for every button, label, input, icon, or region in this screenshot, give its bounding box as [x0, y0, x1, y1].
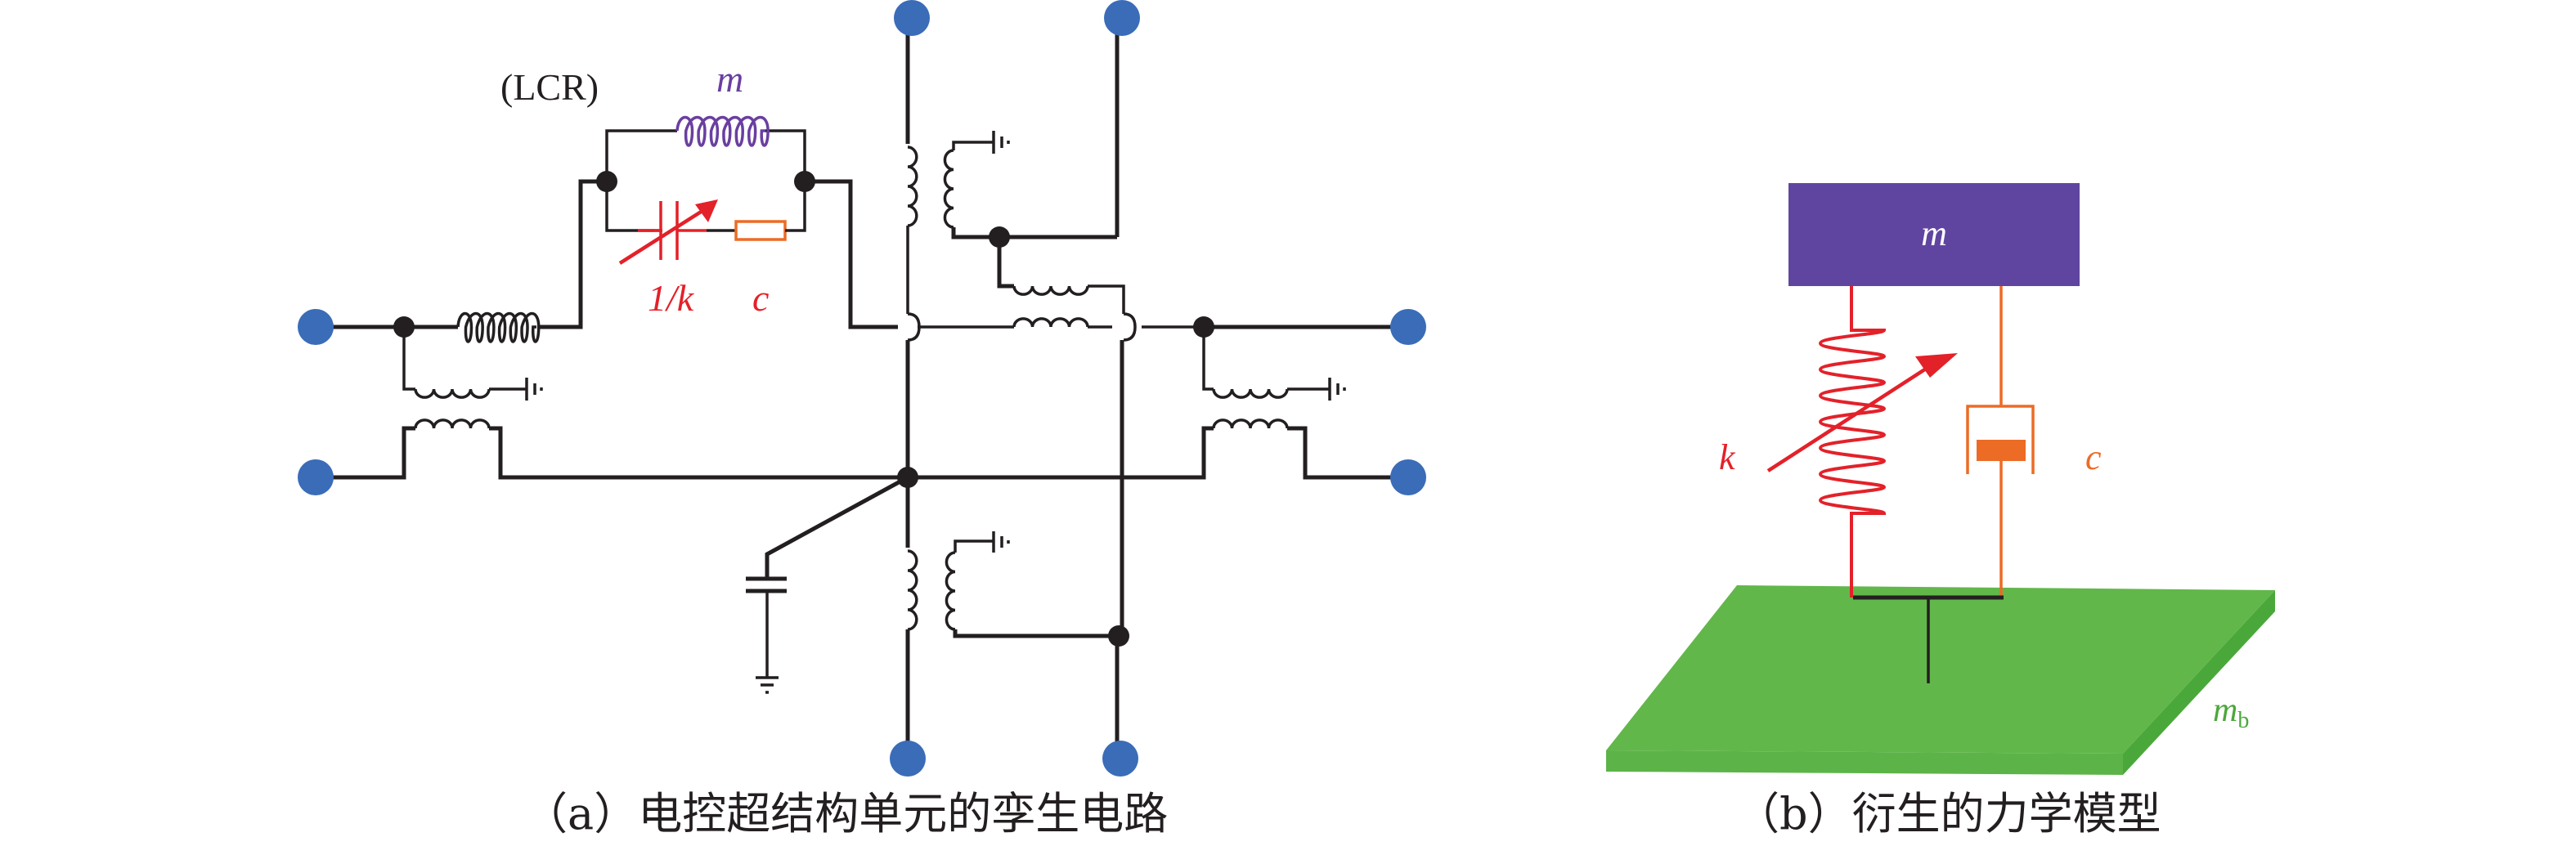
- terminal-left-bottom[interactable]: [298, 459, 334, 495]
- spring-k: [1766, 286, 1958, 598]
- capacitor-label: 1/k: [648, 277, 695, 319]
- lcr-top-branch-right: [765, 129, 806, 181]
- caption-a: （a）电控超结构单元的孪生电路: [523, 788, 1168, 839]
- ground-icon: [992, 531, 1010, 553]
- inductor-m: [675, 115, 770, 147]
- terminal-bottom-right[interactable]: [1102, 741, 1138, 777]
- inductor-mid-primary: [1012, 317, 1089, 328]
- ground-icon: [756, 676, 779, 694]
- transformer-bottom-secondary: [945, 551, 956, 631]
- wire-left-branch: [402, 327, 415, 391]
- series-inductor-left: [456, 311, 541, 343]
- variable-arrow-head: [695, 199, 718, 222]
- wire-main-horizontal-right: [908, 426, 1214, 480]
- inductor-left-primary: [414, 419, 491, 429]
- wire-left-bottom: [316, 426, 415, 480]
- damper-label: c: [2085, 437, 2102, 477]
- caption-b: （b）衍生的力学模型: [1735, 788, 2161, 839]
- hop-right: [1123, 312, 1137, 342]
- junction-bottom-right: [1108, 625, 1129, 647]
- spring-label: k: [1719, 437, 1736, 477]
- terminal-top-left[interactable]: [894, 0, 930, 36]
- terminal-left-top[interactable]: [298, 309, 334, 345]
- variable-arrow-shaft: [618, 208, 707, 265]
- base-plate: [1606, 585, 2275, 775]
- base-plate-side: [2123, 590, 2275, 775]
- terminal-top-right[interactable]: [1104, 0, 1140, 36]
- panel-b-mechanical: m k c mb （b）衍生的力学模型: [1606, 183, 2275, 839]
- resistor-c: [734, 220, 787, 241]
- ground-icon: [992, 131, 1010, 154]
- inductor-mid-secondary: [1012, 285, 1089, 296]
- wire-right-bottom: [1287, 426, 1400, 480]
- base-plate-top: [1606, 585, 2275, 754]
- transformer-top-primary: [907, 145, 918, 227]
- ground-icon: [1328, 378, 1346, 401]
- hop-center: [907, 312, 921, 342]
- panel-a-circuit: (LCR) m 1/k c （a）电控超结构单元的孪生电路: [298, 0, 1426, 839]
- terminal-bottom-left[interactable]: [890, 741, 926, 777]
- inductor-right-primary: [1212, 419, 1289, 429]
- wire-to-shunt-capacitor: [765, 475, 909, 577]
- inductor-m-label: m: [716, 58, 743, 100]
- wire-mid-secondary-out: [1088, 284, 1125, 314]
- mass-block: [1788, 183, 2080, 286]
- junction-center: [897, 467, 918, 488]
- terminals: [298, 0, 1426, 777]
- wire-bottom-secondary-out: [953, 629, 1117, 638]
- shunt-capacitor: [746, 576, 787, 593]
- resistor-label: c: [752, 277, 769, 319]
- terminal-right-top[interactable]: [1390, 309, 1426, 345]
- wire-lcr-out: [805, 179, 898, 329]
- terminal-right-bottom[interactable]: [1390, 459, 1426, 495]
- wire-right-branch: [1202, 327, 1214, 391]
- lcr-block: [596, 115, 815, 265]
- wire-top-secondary-out: [951, 227, 1117, 239]
- wire-left-bottom-to-center: [489, 426, 908, 480]
- mass-label: m: [1921, 213, 1947, 253]
- wire-left-top-to-lcr: [540, 179, 607, 329]
- wire-to-mid-secondary: [997, 237, 1014, 289]
- lcr-bottom-branch-right: [785, 181, 806, 232]
- base-mass-label: mb: [2213, 692, 2249, 733]
- inductor-left-secondary: [414, 388, 491, 399]
- wire-bottom-secondary-to-ground: [954, 539, 993, 553]
- ground-icon: [525, 378, 543, 401]
- base-plate-front: [1606, 750, 2123, 775]
- lcr-node-left: [596, 171, 617, 192]
- transformer-bottom-primary: [907, 549, 918, 631]
- spring-variable-arrow-head: [1915, 353, 1958, 378]
- spring-variable-arrow-shaft: [1766, 361, 1936, 472]
- inductor-right-secondary: [1212, 388, 1289, 399]
- transformer-top-secondary: [943, 149, 954, 229]
- variable-capacitor: [618, 199, 718, 265]
- damper-c: [1966, 286, 2035, 597]
- lcr-top-branch-left: [605, 129, 677, 181]
- lcr-label: (LCR): [500, 66, 599, 108]
- wire-top-secondary-to-ground: [952, 141, 993, 150]
